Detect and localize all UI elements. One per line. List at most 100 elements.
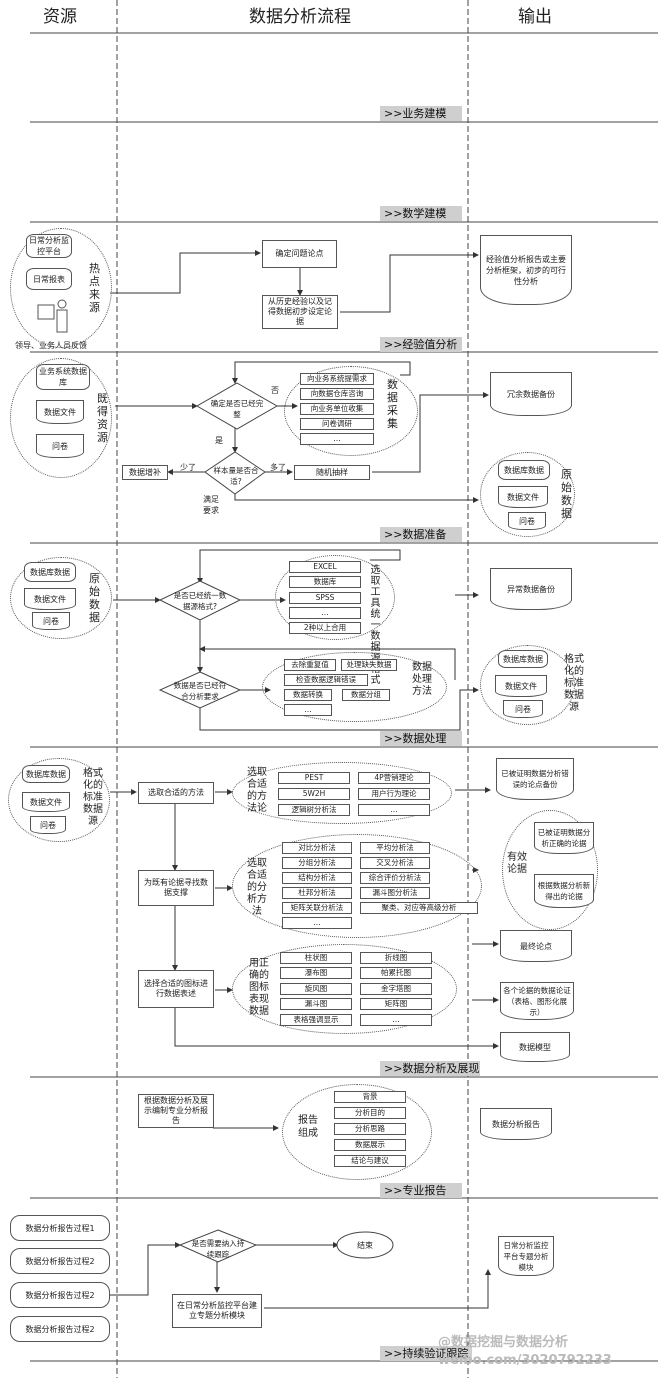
data-model-output: 数据模型 [500,1032,570,1062]
random-sample-step: 随机抽样 [294,465,370,480]
source-questionnaire: 问卷 [36,434,84,458]
stage-banner-analysis: >>数据分析及展现 [380,1061,480,1076]
report-process-3: 数据分析报告过程2 [10,1282,110,1308]
ana-source-questionnaire: 问卷 [30,816,66,834]
source-business-db: 业务系统数据库 [36,364,90,390]
ana-source-file: 数据文件 [22,792,70,812]
method-dedup: 去除重复值 [284,659,336,671]
source-daily-report: 日常报表 [26,268,72,290]
proven-evidence-output: 已被证明数据分析正确的论据 [534,822,594,854]
ana-std-data-label: 格式化的标准数据源 [83,768,103,827]
chart-table-highlight: 表格强调显示 [280,1014,352,1026]
final-argument-output: 最终论点 [500,930,572,962]
report-process-4: 数据分析报告过程2 [10,1316,110,1342]
chart-matrix: 矩阵图 [360,998,432,1010]
data-collection-label: 数据采集 [387,378,398,430]
stage-banner-experience: >>经验值分析 [380,337,462,352]
chart-label: 用正确的图标表现数据 [249,958,269,1017]
chart-group [232,944,457,1034]
choose-chart-step: 选择合适的图标进行数据表述 [138,970,214,1008]
decision-ready-diamond [158,671,242,709]
tool-combined: 2种以上合用 [289,622,361,634]
source-monitor-platform: 日常分析监控平台 [26,234,72,258]
decision-sample-text: 样本量是否合适? [213,466,259,486]
data-supplement-step: 数据增补 [122,465,168,480]
method-group: 数据分组 [342,689,390,701]
analysis-method-group [232,834,482,938]
chart-pyramid: 金字塔图 [360,983,432,995]
determine-argument-step: 确定问题论点 [262,240,337,268]
collect-item-5: … [300,433,374,445]
existing-resource-label: 既得资源 [97,392,108,444]
stage-banner-math: >>数学建模 [380,206,462,221]
proc-source-file: 数据文件 [24,588,76,610]
end-label: 结束 [357,1241,373,1250]
chart-line: 折线图 [360,952,432,964]
output-std-file: 数据文件 [495,675,547,697]
report-background: 背景 [334,1091,406,1103]
collect-item-3: 向业务单位收集 [300,403,374,415]
experience-report-output: 经验值分析报告或主要分析框架，初步的可行性分析 [480,235,572,305]
decision-format-diamond [158,580,242,621]
analysis-method-label: 选取合适的分析方法 [247,858,267,917]
report-approach: 分析思路 [334,1123,406,1135]
collect-item-4: 问卷调研 [300,418,374,430]
proc-source-questionnaire: 问卷 [32,612,70,630]
monitor-module-output: 日常分析监控平台专题分析模块 [498,1236,554,1276]
theory-pest: PEST [278,772,350,784]
method-structure: 结构分析法 [282,872,352,884]
method-matrix: 矩阵关联分析法 [282,902,352,914]
chart-more: … [360,1014,432,1026]
stage-banner-report: >>专业报告 [380,1183,462,1198]
decision-complete-diamond [195,382,279,430]
standard-data-label: 格式化的标准数据源 [564,654,584,713]
stage-banner-processing: >>数据处理 [380,731,462,746]
valid-evidence-group [502,810,598,930]
tools-group [275,555,395,640]
collection-group [284,366,418,456]
decision-track-text: 是否需要纳入持续跟踪 [191,1239,245,1259]
method-logic: 检查数据逻辑错误 [284,674,368,686]
less-label: 少了 [180,463,196,472]
ana-source-db: 数据库数据 [22,765,70,783]
more-label: 多了 [270,463,286,472]
hotspot-source-label: 热点来源 [89,262,100,314]
no-label: 否 [271,386,279,395]
feedback-label: 领导、业务人员反馈 [15,341,87,350]
theory-4p: 4P营销理论 [358,772,430,784]
output-raw-questionnaire: 问卷 [508,512,546,530]
report-conclusion: 结论与建议 [334,1155,406,1167]
tool-more: … [289,607,361,619]
compile-report-step: 根据数据分析及展示编制专业分析报告 [138,1094,214,1128]
theory-label: 选取合适的方法论 [247,767,267,814]
method-dupont: 杜邦分析法 [282,887,352,899]
raw-data-output-group [480,452,575,537]
output-std-questionnaire: 问卷 [503,700,543,718]
method-cluster: 聚类、对应等高级分析 [360,902,478,914]
meet-requirement-label: 满足要求 [203,495,219,515]
stage-banner-preparation: >>数据准备 [380,527,462,542]
header-process: 数据分析流程 [249,7,351,27]
method-more: … [284,704,332,716]
build-module-step: 在日常分析监控平台建立专题分析模块 [172,1294,262,1328]
report-composition-label: 报告组成 [298,1115,318,1139]
choose-method-step: 选取合适的方法 [138,782,214,804]
new-evidence-output: 根据数据分析新得出的论据 [534,874,594,908]
method-grouping: 分组分析法 [282,857,352,869]
wrong-argument-backup-output: 已被证明数据分析错误的论点备份 [496,758,574,800]
collect-item-1: 向业务系统提需求 [300,373,374,385]
method-missing: 处理缺失数据 [341,659,397,671]
report-display: 数据展示 [334,1139,406,1151]
hotspot-source-group [10,228,112,348]
report-process-1: 数据分析报告过程1 [10,1215,110,1241]
standard-data-output-group [480,645,575,725]
evidence-proof-output: 各个论据的数据论证（表格、图形化展示） [500,982,574,1020]
methods-group [262,652,447,722]
redundant-backup-output: 冗余数据备份 [490,372,572,416]
end-oval [336,1231,394,1259]
method-average: 平均分析法 [360,842,430,854]
theory-group [232,762,452,824]
chart-waterfall: 瀑布图 [280,967,352,979]
stage-banner-business: >>业务建模 [380,106,462,121]
